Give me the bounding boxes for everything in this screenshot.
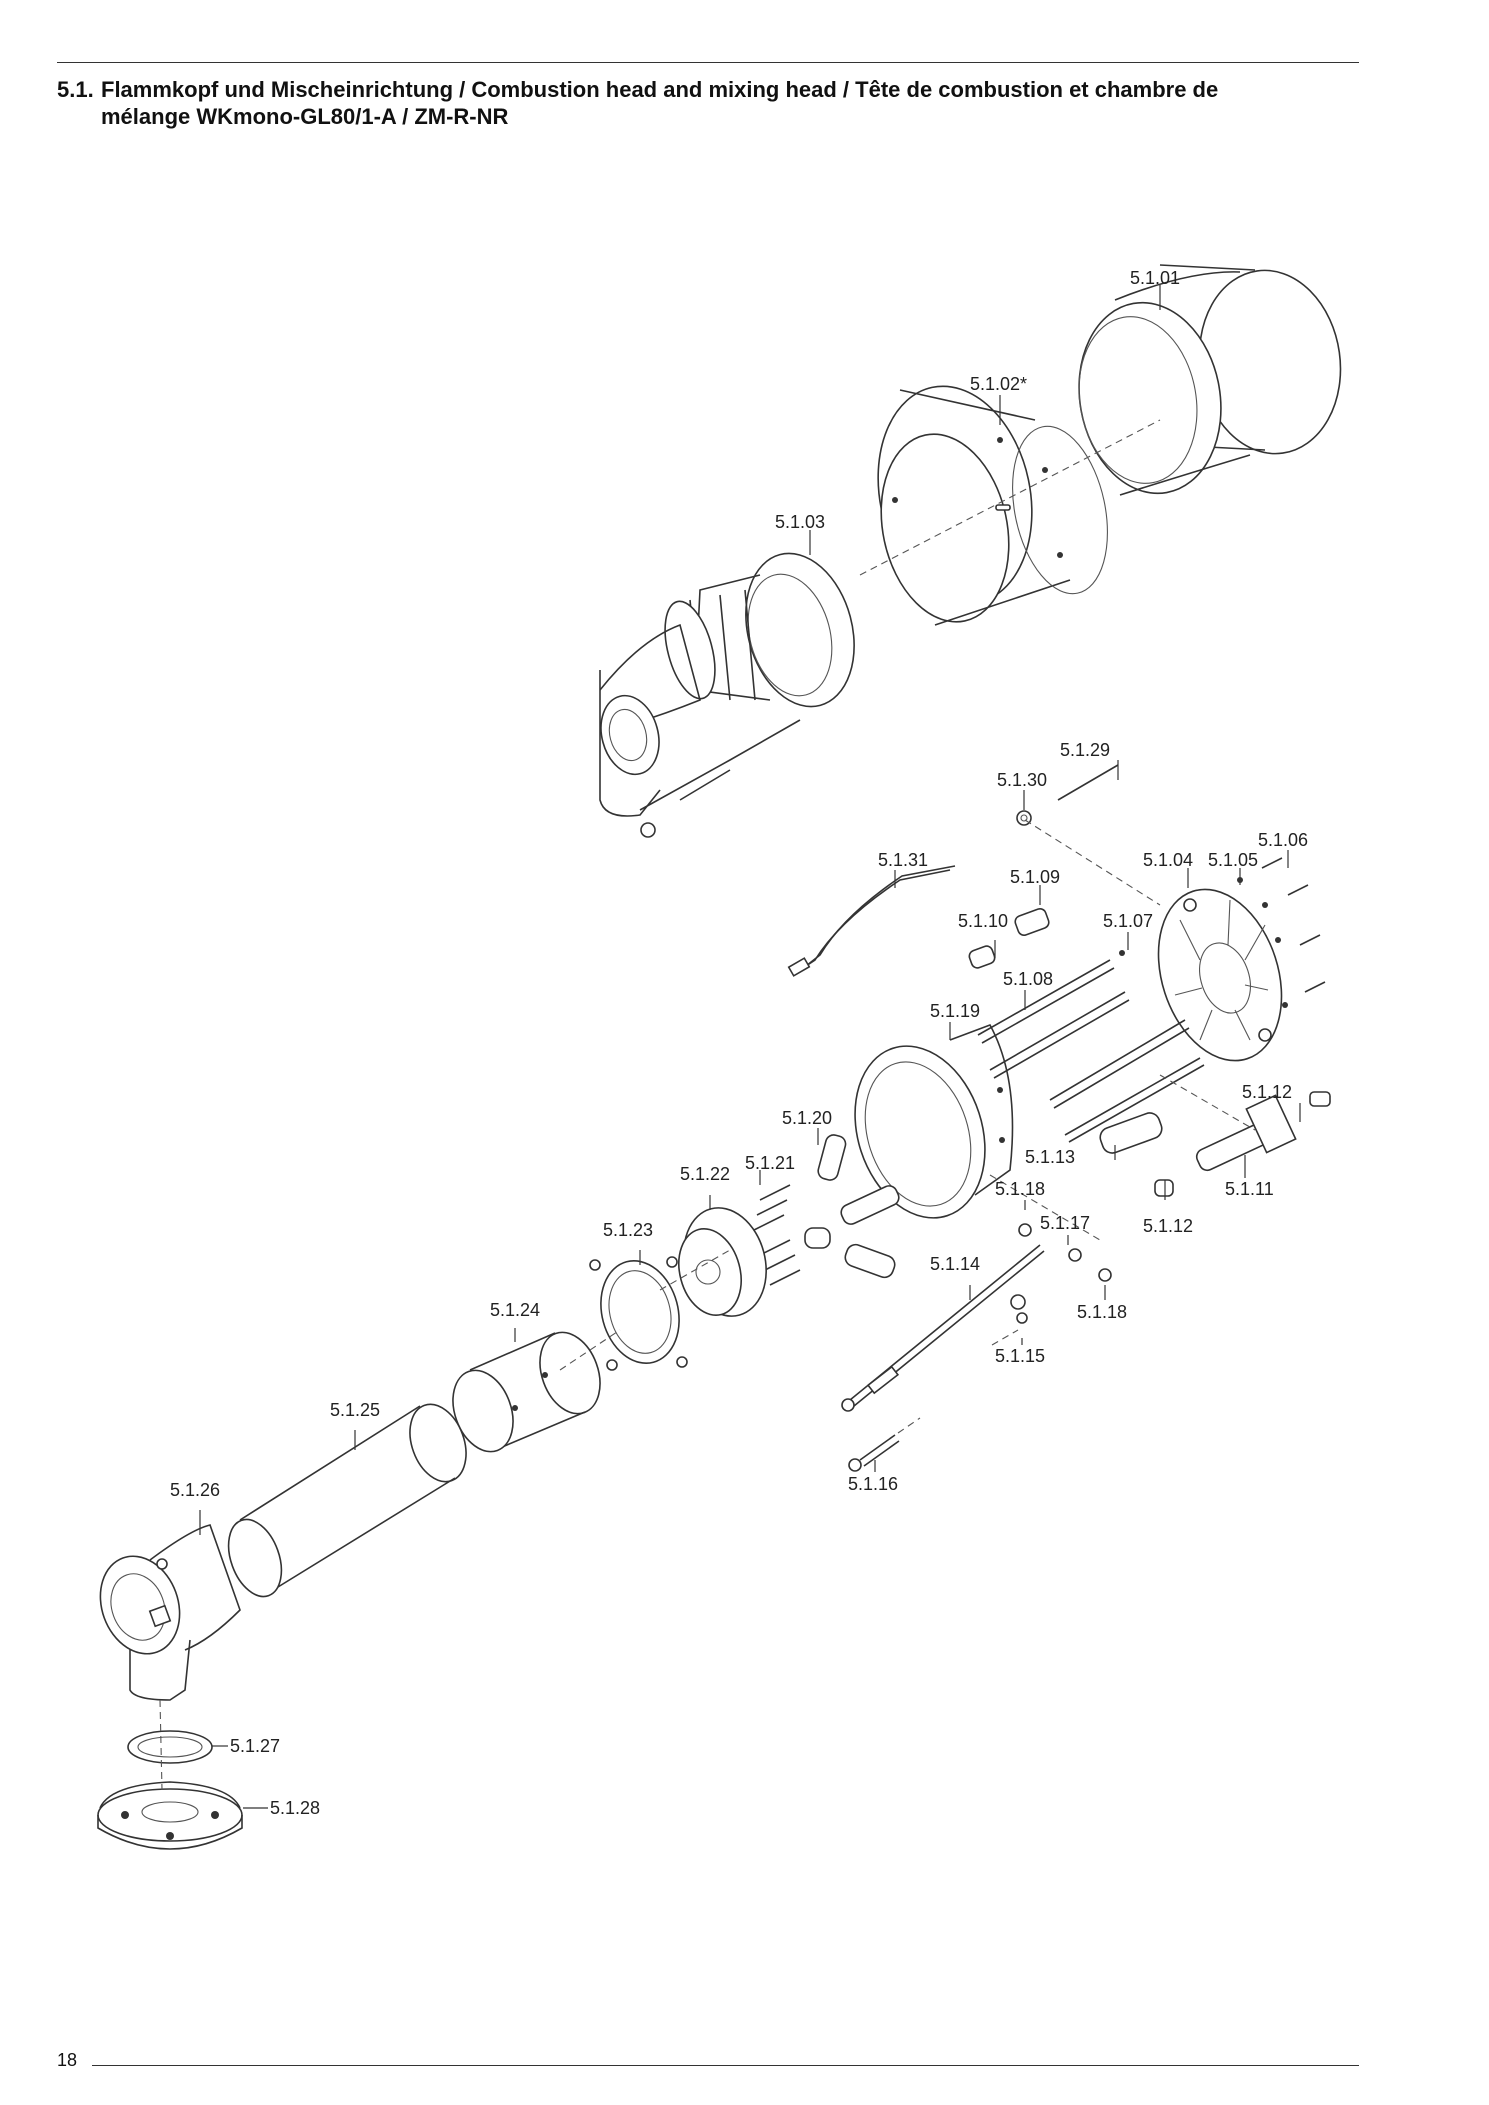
callout-5-1-16: 5.1.16 <box>848 1474 898 1494</box>
callout-5-1-03: 5.1.03 <box>775 512 825 532</box>
part-baffle-plate <box>1157 857 1326 1062</box>
part-ignition-cable <box>841 1223 1112 1472</box>
callout-5-1-14: 5.1.14 <box>930 1254 980 1274</box>
callout-5-1-20: 5.1.20 <box>782 1108 832 1128</box>
page-title: 5.1. Flammkopf und Mischeinrichtung / Com… <box>57 76 1347 130</box>
callout-5-1-17: 5.1.17 <box>1040 1213 1090 1233</box>
callout-5-1-04: 5.1.04 <box>1143 850 1193 870</box>
callout-5-1-18-b: 5.1.18 <box>1077 1302 1127 1322</box>
callout-5-1-05: 5.1.05 <box>1208 850 1258 870</box>
callout-5-1-25: 5.1.25 <box>330 1400 380 1420</box>
callout-5-1-18-a: 5.1.18 <box>995 1179 1045 1199</box>
callout-5-1-01: 5.1.01 <box>1130 268 1180 288</box>
callout-5-1-19: 5.1.19 <box>930 1001 980 1021</box>
part-ignition-electrode-group <box>787 764 1119 977</box>
callout-5-1-31: 5.1.31 <box>878 850 928 870</box>
section-number: 5.1. <box>57 77 94 102</box>
callout-5-1-02: 5.1.02* <box>970 374 1027 394</box>
callout-5-1-21: 5.1.21 <box>745 1153 795 1173</box>
callout-5-1-08: 5.1.08 <box>1003 969 1053 989</box>
callout-5-1-29: 5.1.29 <box>1060 740 1110 760</box>
callout-5-1-26: 5.1.26 <box>170 1480 220 1500</box>
title-line-1: Flammkopf und Mischeinrichtung / Combust… <box>101 77 1219 102</box>
callout-labels: 5.1.01 5.1.02* 5.1.03 5.1.29 5.1.30 5.1.… <box>170 268 1308 1818</box>
part-tube-sections <box>227 1331 601 1598</box>
callout-5-1-22: 5.1.22 <box>680 1164 730 1184</box>
callout-5-1-15: 5.1.15 <box>995 1346 1045 1366</box>
callout-5-1-27: 5.1.27 <box>230 1736 280 1756</box>
part-nozzle-holder-parts <box>589 1134 900 1371</box>
part-flame-tube <box>1078 264 1342 496</box>
callout-5-1-11: 5.1.11 <box>1225 1179 1274 1199</box>
part-air-ring <box>877 385 1108 626</box>
page-number: 18 <box>57 2050 78 2070</box>
part-rods-and-sleeves <box>968 908 1331 1197</box>
assembly-axis-lines <box>159 419 1256 1791</box>
callout-5-1-30: 5.1.30 <box>997 770 1047 790</box>
callout-5-1-24: 5.1.24 <box>490 1300 540 1320</box>
part-connection-elbow <box>99 1524 241 1701</box>
callout-5-1-10: 5.1.10 <box>958 911 1008 931</box>
footer-rule <box>92 2065 1359 2066</box>
callout-5-1-12-b: 5.1.12 <box>1143 1216 1193 1236</box>
callout-5-1-06: 5.1.06 <box>1258 830 1308 850</box>
callout-5-1-07: 5.1.07 <box>1103 911 1153 931</box>
callout-5-1-28: 5.1.28 <box>270 1798 320 1818</box>
callout-5-1-23: 5.1.23 <box>603 1220 653 1240</box>
header-rule <box>57 62 1359 63</box>
title-line-2: mélange WKmono-GL80/1-A / ZM-R-NR <box>101 104 509 129</box>
part-burner-head-assembly <box>599 552 855 838</box>
callout-leader-lines <box>199 285 1301 1809</box>
part-mixing-tube <box>854 1024 1014 1219</box>
callout-5-1-09: 5.1.09 <box>1010 867 1060 887</box>
callout-5-1-13: 5.1.13 <box>1025 1147 1075 1167</box>
part-gasket-and-flange <box>97 1730 243 1850</box>
callout-5-1-12-a: 5.1.12 <box>1242 1082 1292 1102</box>
